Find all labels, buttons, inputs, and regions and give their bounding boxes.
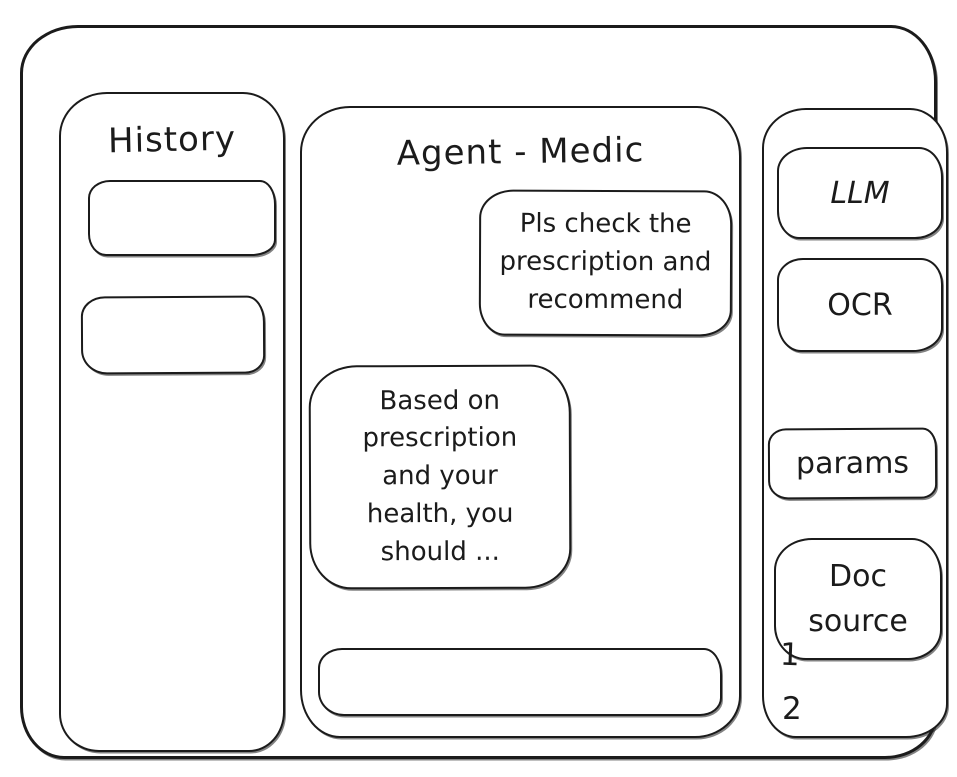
doc-source-button[interactable]: Doc source — [774, 538, 942, 660]
assistant-message-text: Based on prescription and your health, y… — [362, 385, 518, 567]
history-panel: History — [59, 92, 285, 752]
history-item[interactable] — [88, 180, 276, 256]
doc-source-item[interactable]: 2 — [782, 691, 802, 727]
params-button[interactable]: params — [767, 427, 938, 500]
ocr-button[interactable]: OCR — [777, 258, 943, 352]
tools-panel: LLM OCR params Doc source 1 2 — [762, 108, 948, 738]
doc-source-item[interactable]: 1 — [779, 636, 801, 674]
chat-panel: Agent - Medic Pls check the prescription… — [300, 106, 741, 738]
assistant-message-bubble: Based on prescription and your health, y… — [308, 364, 572, 590]
app-frame: History Agent - Medic Pls check the pres… — [20, 25, 948, 759]
chat-title: Agent - Medic — [396, 130, 645, 174]
chat-input[interactable] — [318, 648, 722, 716]
llm-button[interactable]: LLM — [777, 147, 943, 239]
history-title: History — [107, 118, 237, 162]
user-message-bubble: Pls check the prescription and recommend — [478, 189, 733, 337]
history-item[interactable] — [80, 295, 266, 375]
user-message-text: Pls check the prescription and recommend — [499, 209, 712, 316]
